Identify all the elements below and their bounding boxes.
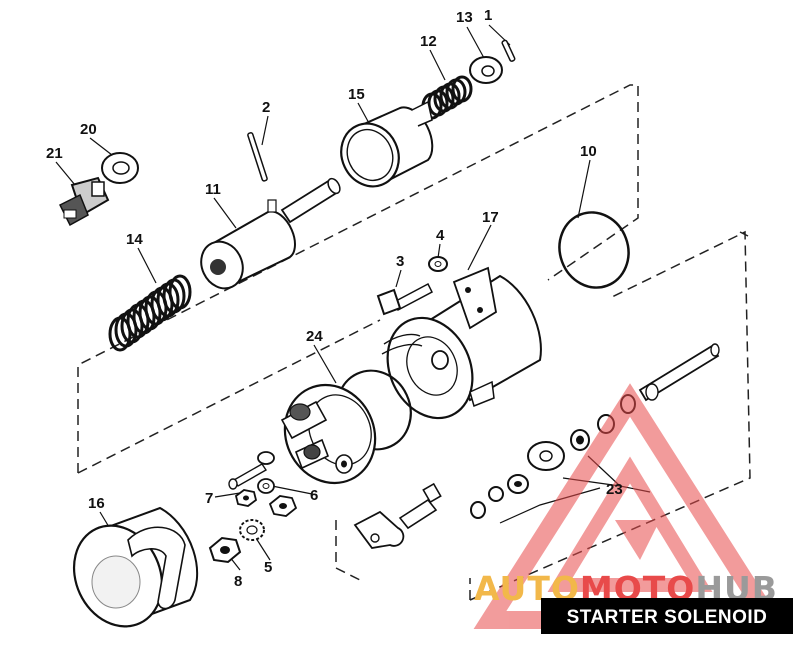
part-2-pin [247,132,268,182]
callout-11: 11 [205,181,221,198]
part-small-screw [228,451,275,490]
part-5-star-washer [239,519,265,541]
part-13-washer [469,56,503,84]
callout-12: 12 [420,33,437,50]
callout-labels: 1 13 12 15 2 20 21 10 11 14 17 4 3 24 7 … [46,7,623,590]
callout-21: 21 [46,145,63,162]
callout-15: 15 [348,86,365,103]
part-stud-bolt [398,482,442,530]
callout-2: 2 [262,99,270,116]
callout-4: 4 [436,227,445,244]
callout-8: 8 [234,573,242,590]
part-4-washer [428,256,448,272]
part-12-spring [421,75,473,120]
solenoid-cap [280,383,377,485]
part-10-o-ring [558,211,630,289]
part-20-washer [101,152,139,184]
part-21-switch [58,176,110,227]
part-3-bolt [376,282,433,316]
callout-14: 14 [126,231,143,248]
callout-6: 6 [310,487,318,504]
page-title: STARTER SOLENOID [567,607,768,628]
callout-24: 24 [306,328,323,345]
part-17-housing [381,266,542,420]
part-14-spring [108,274,192,352]
callout-17: 17 [482,209,499,226]
part-8-nut [208,536,242,564]
callout-1: 1 [484,7,492,24]
part-1-pin [501,39,516,62]
part-nut-near-6 [268,495,298,517]
part-bracket [353,510,405,549]
part-6-washer [257,478,275,494]
part-11-plunger [200,177,341,290]
part-7-nut [234,489,258,507]
callout-16: 16 [88,495,105,512]
callout-23: 23 [606,481,623,498]
callout-10: 10 [580,143,597,160]
part-15-cup [340,100,434,188]
callout-13: 13 [456,9,473,26]
callout-20: 20 [80,121,97,138]
callout-7: 7 [205,490,213,507]
part-16-cover [72,506,199,628]
callout-3: 3 [396,253,404,270]
title-box: STARTER SOLENOID [541,598,793,634]
callout-5: 5 [264,559,272,576]
dashed-assembly-outlines [77,84,751,601]
